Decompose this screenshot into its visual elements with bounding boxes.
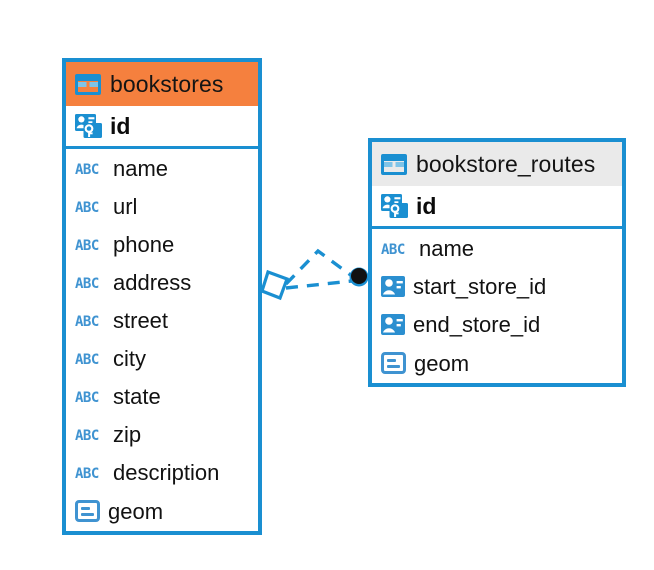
field-row[interactable]: end_store_id bbox=[372, 305, 622, 343]
field-row-primary-key[interactable]: id bbox=[372, 186, 622, 229]
circle-marker-ring-icon bbox=[349, 267, 369, 287]
field-label: start_store_id bbox=[413, 274, 547, 299]
entity-header-bookstore-routes[interactable]: bookstore_routes bbox=[372, 142, 622, 186]
relationship-branch-lower bbox=[285, 279, 353, 290]
primary-key-icon bbox=[381, 194, 408, 218]
field-label: city bbox=[113, 346, 146, 371]
field-label: url bbox=[113, 194, 138, 219]
diamond-marker-icon bbox=[260, 269, 290, 301]
abc-icon: ABC bbox=[381, 242, 405, 258]
field-row[interactable]: ABC state bbox=[66, 377, 258, 415]
field-row[interactable]: ABC city bbox=[66, 339, 258, 377]
field-row[interactable]: ABC description bbox=[66, 453, 258, 491]
circle-marker-icon bbox=[351, 268, 367, 284]
field-label: street bbox=[113, 308, 169, 333]
geometry-icon bbox=[75, 500, 100, 522]
abc-icon: ABC bbox=[75, 200, 99, 216]
field-row[interactable]: start_store_id bbox=[372, 267, 622, 305]
abc-icon: ABC bbox=[75, 162, 99, 178]
abc-icon: ABC bbox=[75, 352, 99, 368]
field-label: name bbox=[419, 236, 475, 261]
field-label: end_store_id bbox=[413, 312, 541, 337]
abc-icon: ABC bbox=[75, 314, 99, 330]
field-row[interactable]: ABC name bbox=[66, 149, 258, 187]
table-icon bbox=[381, 153, 407, 175]
abc-icon: ABC bbox=[75, 238, 99, 254]
field-label: description bbox=[113, 460, 220, 485]
field-label: name bbox=[113, 156, 169, 181]
field-row[interactable]: ABC url bbox=[66, 187, 258, 225]
field-row[interactable]: ABC name bbox=[372, 229, 622, 267]
primary-key-label: id bbox=[416, 192, 437, 219]
entity-title: bookstore_routes bbox=[416, 150, 596, 177]
field-row[interactable]: geom bbox=[372, 343, 622, 383]
field-row[interactable]: ABC zip bbox=[66, 415, 258, 453]
field-label: state bbox=[113, 384, 161, 409]
entity-title: bookstores bbox=[110, 70, 224, 97]
primary-key-label: id bbox=[110, 112, 131, 139]
field-label: address bbox=[113, 270, 192, 295]
entity-table-bookstores[interactable]: bookstores id ABC name bbox=[62, 58, 262, 535]
foreign-key-icon bbox=[381, 313, 405, 335]
field-label: geom bbox=[414, 351, 470, 376]
primary-key-icon bbox=[75, 114, 102, 138]
geometry-icon bbox=[381, 352, 406, 374]
field-label: phone bbox=[113, 232, 175, 257]
relationship-branch-upper bbox=[284, 248, 354, 286]
field-row[interactable]: ABC street bbox=[66, 301, 258, 339]
field-row[interactable]: ABC phone bbox=[66, 225, 258, 263]
abc-icon: ABC bbox=[75, 276, 99, 292]
entity-table-bookstore-routes[interactable]: bookstore_routes id ABC name bbox=[368, 138, 626, 387]
field-label: zip bbox=[113, 422, 142, 447]
table-icon bbox=[75, 73, 101, 95]
abc-icon: ABC bbox=[75, 428, 99, 444]
entity-header-bookstores[interactable]: bookstores bbox=[66, 62, 258, 106]
field-row[interactable]: ABC address bbox=[66, 263, 258, 301]
field-label: geom bbox=[108, 499, 164, 524]
abc-icon: ABC bbox=[75, 390, 99, 406]
abc-icon: ABC bbox=[75, 466, 99, 482]
field-row-primary-key[interactable]: id bbox=[66, 106, 258, 149]
field-row[interactable]: geom bbox=[66, 491, 258, 531]
foreign-key-icon bbox=[381, 275, 405, 297]
